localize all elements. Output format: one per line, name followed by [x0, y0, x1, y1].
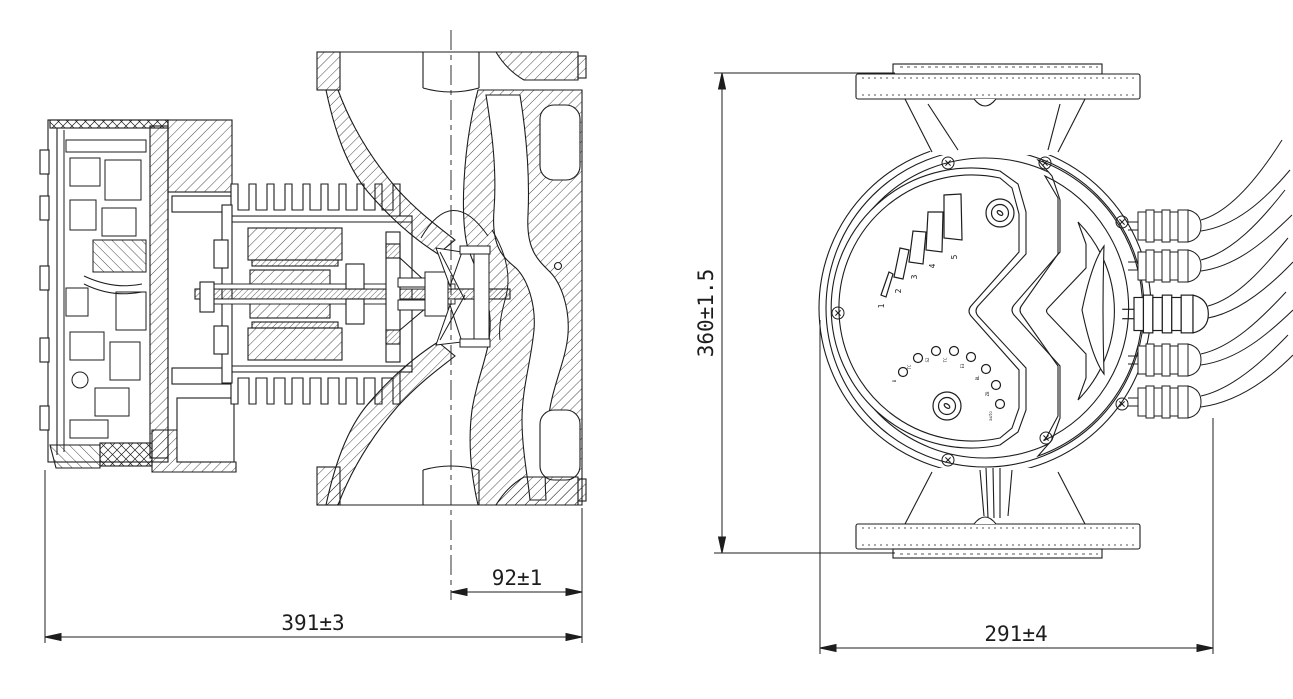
top-flange: [855, 73, 1141, 100]
dim-text-casing-offset: 92±1: [492, 566, 543, 590]
stator-winding-bottom: [247, 327, 343, 361]
bar-label: 1: [877, 303, 886, 308]
inductor-hatch: [92, 239, 147, 273]
cover-lens: [1081, 244, 1105, 376]
arrowhead: [565, 587, 583, 597]
arrowhead: [717, 72, 727, 90]
led-label: TC: [943, 357, 948, 362]
led-label: S2: [925, 357, 930, 362]
flange-bottom-left: [316, 466, 341, 506]
front-view: 1 2 3 4 5 B TC S2 TC E3 BL: [818, 63, 1293, 559]
bar-label: 3: [910, 274, 919, 279]
arrowhead: [1196, 643, 1214, 653]
led-label: TC: [907, 364, 912, 369]
power-bar: [908, 230, 927, 265]
dim-height: 360±1.5: [694, 72, 895, 554]
power-bar: [943, 193, 963, 241]
led-label: E3: [960, 363, 965, 368]
status-led: [990, 379, 1002, 391]
bottom-port: [855, 467, 1141, 559]
power-bar: [893, 247, 910, 280]
flange-top-right: [495, 51, 579, 81]
module-wall-hatch: [149, 125, 169, 459]
stator-winding-top: [247, 227, 343, 261]
power-bar: [880, 271, 894, 298]
dim-text-height: 360±1.5: [694, 269, 718, 358]
arrowhead: [819, 643, 837, 653]
dimensions: 391±3 92±1 360±1.5: [44, 72, 1214, 654]
dim-text-width: 291±4: [984, 622, 1047, 646]
flange-top-left: [316, 51, 341, 91]
status-led: [948, 345, 960, 357]
power-bar: [925, 211, 944, 253]
section-view: [39, 30, 587, 600]
status-led: [930, 345, 942, 357]
impeller: [397, 210, 509, 348]
dim-text-overall-length: 391±3: [281, 611, 344, 635]
cable-glands: [1121, 139, 1293, 419]
arrowhead: [565, 632, 583, 642]
electronics-module-section: [39, 119, 237, 473]
arrowhead: [717, 536, 727, 554]
led-label: ZB: [985, 391, 990, 396]
bearing-top: [345, 263, 365, 290]
dim-overall-length: 391±3: [44, 470, 583, 643]
led-label: auto: [988, 411, 993, 421]
terminal-cover: [1011, 158, 1144, 458]
top-port: [855, 63, 1141, 155]
status-led: [897, 366, 909, 378]
cables: [1200, 139, 1293, 408]
volute-body: [462, 89, 583, 506]
flange-pocket-top: [539, 104, 581, 181]
module-cap-hatch: [167, 119, 233, 193]
status-led: [994, 398, 1006, 410]
impeller-shroud: [473, 249, 490, 344]
dim-width: 291±4: [819, 320, 1214, 654]
bearing-bottom: [345, 298, 365, 325]
arrowhead: [44, 632, 62, 642]
gasket-crosshatch: [99, 442, 153, 467]
arrowhead: [450, 587, 468, 597]
control-display: 1 2 3 4 5 B TC S2 TC E3 BL: [877, 193, 1015, 421]
status-led: [980, 363, 992, 375]
flange-pocket-bottom: [539, 409, 581, 481]
status-led: [965, 351, 977, 363]
pcb-components: [63, 130, 147, 452]
shaft: [194, 288, 511, 300]
status-led: [912, 352, 924, 364]
bar-label: 4: [928, 263, 937, 268]
bar-label: 5: [950, 254, 959, 259]
led-label: B: [892, 379, 897, 382]
pump-casing-section: [316, 30, 587, 600]
bar-label: 2: [894, 288, 903, 293]
dim-casing-offset: 92±1: [450, 566, 583, 597]
motor-section: [194, 183, 511, 405]
led-label: BL: [975, 375, 980, 380]
display-cover: [830, 167, 1027, 449]
flange-bottom-right: [495, 476, 579, 506]
